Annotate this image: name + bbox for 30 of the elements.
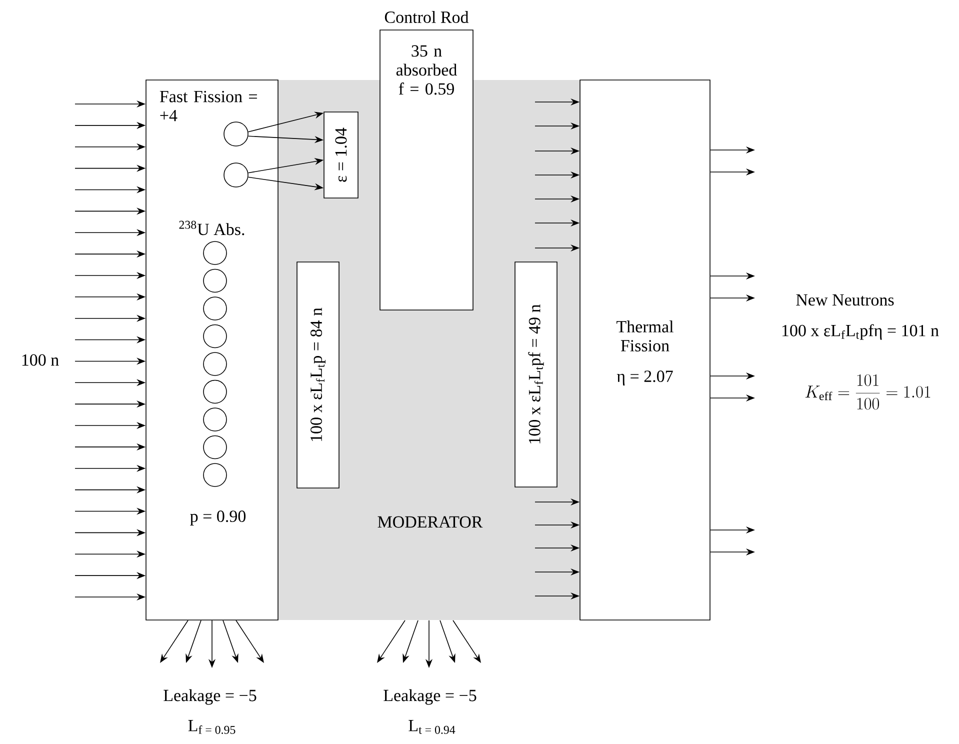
absorption-circle	[203, 296, 227, 320]
text-label: L$_{t = 0.94}$	[408, 720, 456, 734]
absorption-circle	[224, 162, 248, 188]
absorption-circle	[203, 380, 227, 404]
formula-label: $K_{\mathrm{eff}} = \frac{101}{100} = 1.01$	[805, 374, 930, 410]
region-label: Thermal Fission	[616, 320, 674, 352]
region-label: η = 2.07	[616, 370, 673, 386]
text-label: L$_{f = 0.95}$	[188, 720, 236, 734]
factor-label: 100 x εL$_{f}$L$_{t}$pf = 49 n	[528, 304, 544, 444]
rod-label: Control Rod	[384, 11, 469, 23]
region-label: MODERATOR	[378, 516, 483, 528]
absorption-circle	[203, 324, 227, 348]
text-label: 100 n	[22, 354, 59, 366]
rod-text: 35 n absorbed f = 0.59	[396, 45, 457, 95]
region-label: $^{238}$U Abs.	[179, 220, 244, 236]
absorption-circle	[224, 122, 248, 146]
text-label: Leakage = −5	[164, 689, 256, 705]
absorption-circle	[203, 463, 227, 487]
absorption-circle	[203, 408, 227, 432]
absorption-circle	[203, 435, 227, 460]
factor-label: 100 x εL$_{f}$L$_{t}$p = 84 n	[310, 308, 326, 442]
text-label: New Neutrons	[796, 294, 894, 306]
region-label: p = 0.90	[190, 510, 246, 526]
text-label: Leakage = −5	[384, 689, 476, 705]
formula-label: 100 x εL$_{f}$L$_{t}$pfη = 101 n	[782, 324, 939, 340]
absorption-circle	[203, 268, 227, 293]
factor-label: ε = 1.04	[335, 128, 347, 182]
region-label: Fast Fission = +4	[160, 90, 257, 122]
absorption-circle	[203, 241, 227, 265]
absorption-circle	[203, 352, 227, 376]
